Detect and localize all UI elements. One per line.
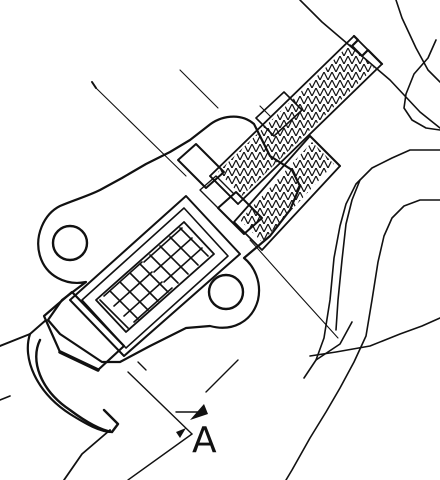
plunger-end-cap: [42, 290, 126, 372]
centre-lines: [91, 69, 339, 339]
mounting-hole-right: [207, 273, 245, 311]
tensioner-housing: [37, 115, 302, 364]
plunger-bore: [69, 195, 241, 357]
dimension-arrow-lower: [176, 428, 186, 438]
engine-casting-outline: [285, 0, 440, 480]
compression-spring: [99, 227, 209, 329]
chain-guide-shoe: [0, 319, 120, 480]
dimension-arrow: [190, 404, 208, 420]
threaded-stud: [255, 91, 303, 137]
rod-guide-blocks: [177, 143, 263, 235]
dimension-label: A: [192, 420, 217, 461]
dimension-a: A: [127, 359, 239, 480]
mounting-hole-left: [51, 224, 89, 262]
